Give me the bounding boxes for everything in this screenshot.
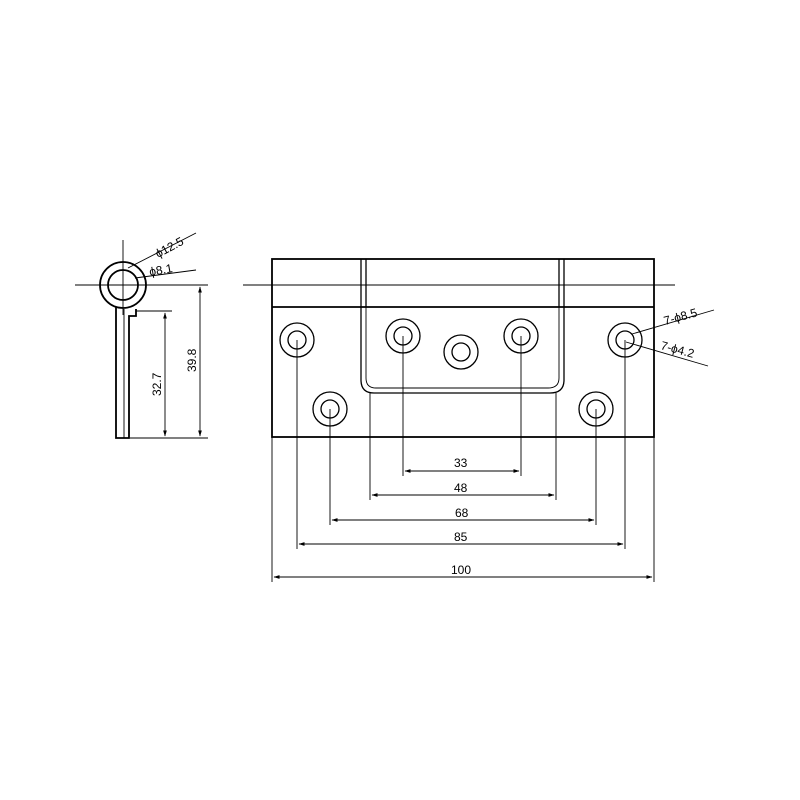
leaf-recess-inner — [365, 307, 560, 389]
dim-text-100: 100 — [451, 563, 471, 577]
hole-3-outer — [443, 334, 479, 370]
knuckle-outer-circle — [99, 261, 147, 309]
outer-diameter-leader — [127, 232, 197, 269]
dim-text-85: 85 — [454, 530, 468, 544]
dim-text-68: 68 — [455, 506, 469, 520]
outer-diameter-label: ϕ12.5 — [153, 234, 186, 261]
hole-3 — [443, 334, 479, 370]
front-view: 7-ϕ8.5 7-ϕ4.2 33 48 68 85 100 — [243, 258, 715, 582]
large-hole-label: 7-ϕ8.5 — [662, 305, 699, 327]
inner-diameter-leader — [134, 269, 197, 279]
small-hole-leader — [625, 341, 709, 367]
hole-3-inner — [451, 342, 471, 362]
dim-text-32-7: 32.7 — [150, 372, 164, 396]
knuckle-inner-circle — [107, 269, 139, 301]
large-hole-leader — [631, 309, 715, 335]
inner-diameter-label: ϕ8.1 — [148, 261, 174, 279]
leaf-outline — [271, 258, 655, 438]
dim-text-33: 33 — [454, 456, 468, 470]
dim-text-39-8: 39.8 — [185, 348, 199, 372]
dim-text-48: 48 — [454, 481, 468, 495]
side-leaf-outline — [115, 307, 137, 439]
side-view: ϕ12.5 ϕ8.1 32.7 39.8 — [75, 232, 208, 439]
leaf-recess-outline — [360, 307, 565, 394]
